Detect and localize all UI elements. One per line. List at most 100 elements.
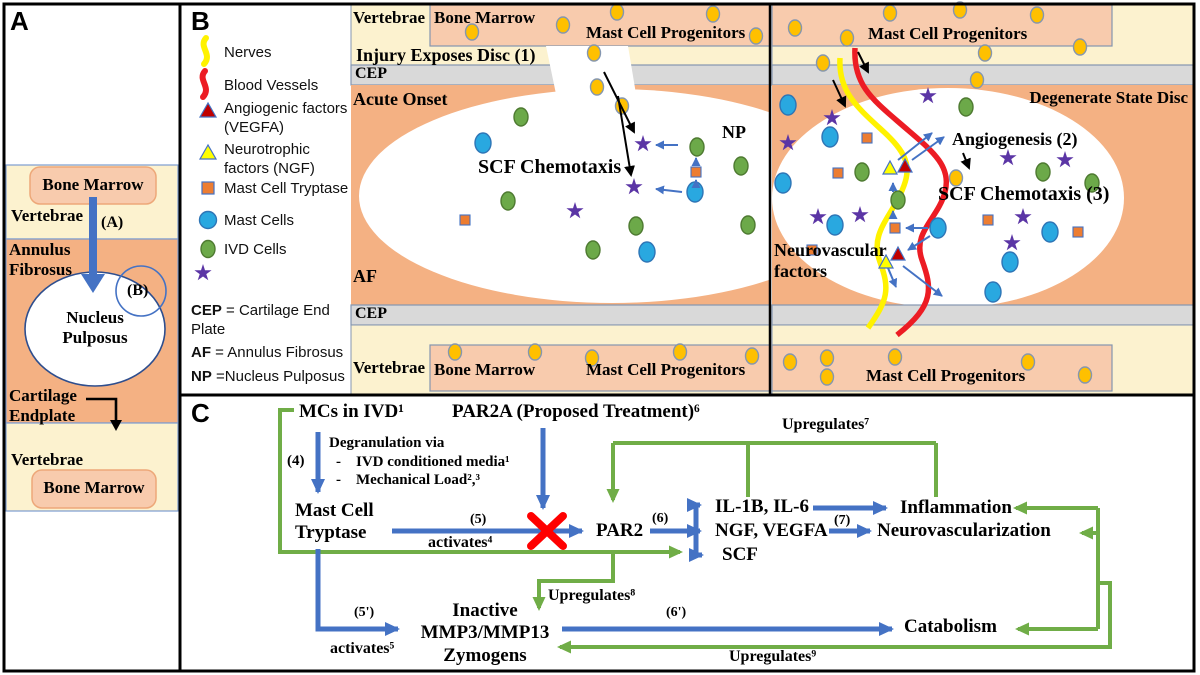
green-upregulates8-arrow: [532, 552, 615, 611]
zymogens-node: Inactive MMP3/MMP13 Zymogens: [420, 600, 550, 666]
upregulates7-label: Upregulates⁷: [782, 416, 870, 433]
scf-chemotaxis-label: SCF Chemotaxis: [478, 156, 622, 178]
panel-c-frame: [178, 393, 1196, 673]
angiogenic-factor-icon: [198, 101, 218, 118]
bone-marrow-top-label: Bone Marrow: [42, 175, 144, 194]
ivd-cell-icon: [200, 239, 216, 259]
step6p-label: (6'): [666, 605, 687, 620]
degranulation-item2: - Mechanical Load²,³: [336, 472, 480, 488]
abbr-af-rest: = Annulus Fibrosus: [211, 344, 344, 361]
disc-right-progenitors-bottom: Mast Cell Progenitors: [866, 366, 1026, 385]
nucleus-pulposus-label: Nucleus Pulposus: [62, 308, 128, 347]
angiogenesis-label: Angiogenesis (2): [952, 129, 1078, 149]
vertebrae-top-label: Vertebrae: [11, 206, 84, 225]
degranulation-item1: - IVD conditioned media¹: [336, 454, 510, 470]
legend-item-tryptase: Mast Cell Tryptase: [224, 180, 349, 197]
step5p-label: (5'): [354, 605, 375, 620]
vertebrae-bottom-label: Vertebrae: [11, 450, 84, 469]
legend-abbr-af: AF = Annulus Fibrosus: [191, 344, 349, 363]
step5-label: (5): [470, 512, 487, 527]
activates4-label: activates⁴: [428, 534, 493, 551]
disc-right-arrows: [832, 51, 971, 297]
inset-b-circle: [115, 265, 167, 317]
disc-left-bone-marrow-top: Bone Marrow: [434, 8, 536, 27]
disc-left-vertebrae-bottom: Vertebrae: [353, 358, 426, 377]
scf-node: SCF: [722, 544, 758, 565]
abbr-cep-rest: = Cartilage End Plate: [191, 302, 330, 338]
inset-b-label: (B): [127, 282, 149, 299]
scf-chemotaxis-3-label: SCF Chemotaxis (3): [938, 183, 1110, 205]
abbr-np: NP: [191, 368, 212, 385]
abbr-np-rest: =Nucleus Pulposus: [211, 368, 345, 385]
legend-item-ivd-cells: IVD Cells: [224, 241, 287, 258]
panel-b-diagram: [194, 1, 1195, 396]
cartilage-endplate-arrow: [86, 397, 122, 431]
disc-left-progenitors-bottom: Mast Cell Progenitors: [586, 360, 746, 379]
neurotrophic-factor-icon: [198, 143, 218, 160]
acute-onset-label: Acute Onset: [353, 89, 448, 109]
nerve-icon: [200, 35, 210, 67]
green-mcs-to-scf: [278, 408, 683, 559]
legend-item-mast-cells: Mast Cells: [224, 212, 295, 229]
bone-marrow-box-bottom: [31, 469, 157, 509]
inflammation-node: Inflammation: [900, 497, 1012, 518]
mast-cell-icon: [198, 210, 218, 230]
mast-cell-tryptase-node: Mast Cell Tryptase: [295, 500, 374, 544]
disc-left-bone-marrow-bottom: Bone Marrow: [434, 360, 536, 379]
panel-b-label: B: [191, 6, 210, 36]
par2a-node: PAR2A (Proposed Treatment)⁶: [452, 401, 700, 422]
injury-exposes-disc-label: Injury Exposes Disc (1): [356, 45, 536, 65]
arrow-a-label: (A): [101, 214, 124, 231]
blue-pathways: [311, 428, 894, 636]
panel-a-diagram: [5, 164, 179, 512]
panel-c-label: C: [191, 398, 210, 428]
legend-abbr-np: NP =Nucleus Pulposus: [191, 368, 349, 387]
il-node: IL-1B, IL-6: [715, 496, 809, 517]
blood-vessel-icon: [199, 68, 209, 100]
np-label: NP: [722, 122, 746, 142]
disc-right-progenitors-top: Mast Cell Progenitors: [868, 24, 1028, 43]
degranulation-label: Degranulation via: [329, 435, 445, 451]
neurovascularization-node: Neurovascularization: [877, 520, 1051, 541]
mast-cell-tryptase-icon: [201, 181, 215, 195]
annulus-fibrosus-label: Annulus Fibrosus: [9, 240, 72, 279]
legend-abbr-cep: CEP = Cartilage End Plate: [191, 302, 349, 340]
scf-star-icon: [194, 264, 212, 281]
legend-item-nerves: Nerves: [224, 44, 272, 61]
mcs-in-ivd-node: MCs in IVD¹: [299, 401, 404, 422]
activates5-label: activates⁵: [330, 640, 395, 657]
upregulates8-label: Upregulates⁸: [548, 587, 636, 604]
step4-label: (4): [287, 453, 305, 469]
step6-label: (6): [652, 511, 669, 526]
red-x-icon: [527, 512, 567, 550]
legend-item-blood-vessels: Blood Vessels: [224, 77, 319, 94]
degenerate-state-disc-label: Degenerate State Disc: [1029, 88, 1188, 107]
disc-left-arrows: [603, 71, 701, 195]
arrow-a: [81, 197, 105, 293]
panel-c-diagram: [278, 408, 1112, 654]
upregulates9-label: Upregulates⁹: [729, 648, 817, 665]
par2-node: PAR2: [596, 520, 644, 541]
cartilage-endplate-label: Cartilage Endplate: [9, 386, 77, 425]
tryptase-activates-zymogens-arrow: [315, 549, 400, 636]
step7-label: (7): [834, 513, 851, 528]
green-pathways: [278, 408, 1112, 654]
blood-vessel-curve: [852, 47, 950, 338]
legend-item-angiogenic: Angiogenic factors (VEGFA): [224, 100, 348, 136]
bone-marrow-bottom-label: Bone Marrow: [43, 478, 145, 497]
panel-a-label: A: [10, 6, 29, 36]
ngf-node: NGF, VEGFA: [715, 520, 828, 541]
abbr-cep: CEP: [191, 302, 222, 319]
green-upregulates7-line: [613, 441, 938, 497]
disc-left-cep-top: CEP: [355, 65, 387, 82]
legend-item-neurotrophic: Neurotrophic factors (NGF): [224, 141, 315, 177]
catabolism-node: Catabolism: [904, 616, 997, 637]
af-label: AF: [353, 266, 377, 286]
abbr-af: AF: [191, 344, 211, 361]
disc-left-vertebrae-top: Vertebrae: [353, 8, 426, 27]
disc-left-cep-bottom: CEP: [355, 305, 387, 322]
green-upregulates9-arrow: [557, 581, 1112, 654]
